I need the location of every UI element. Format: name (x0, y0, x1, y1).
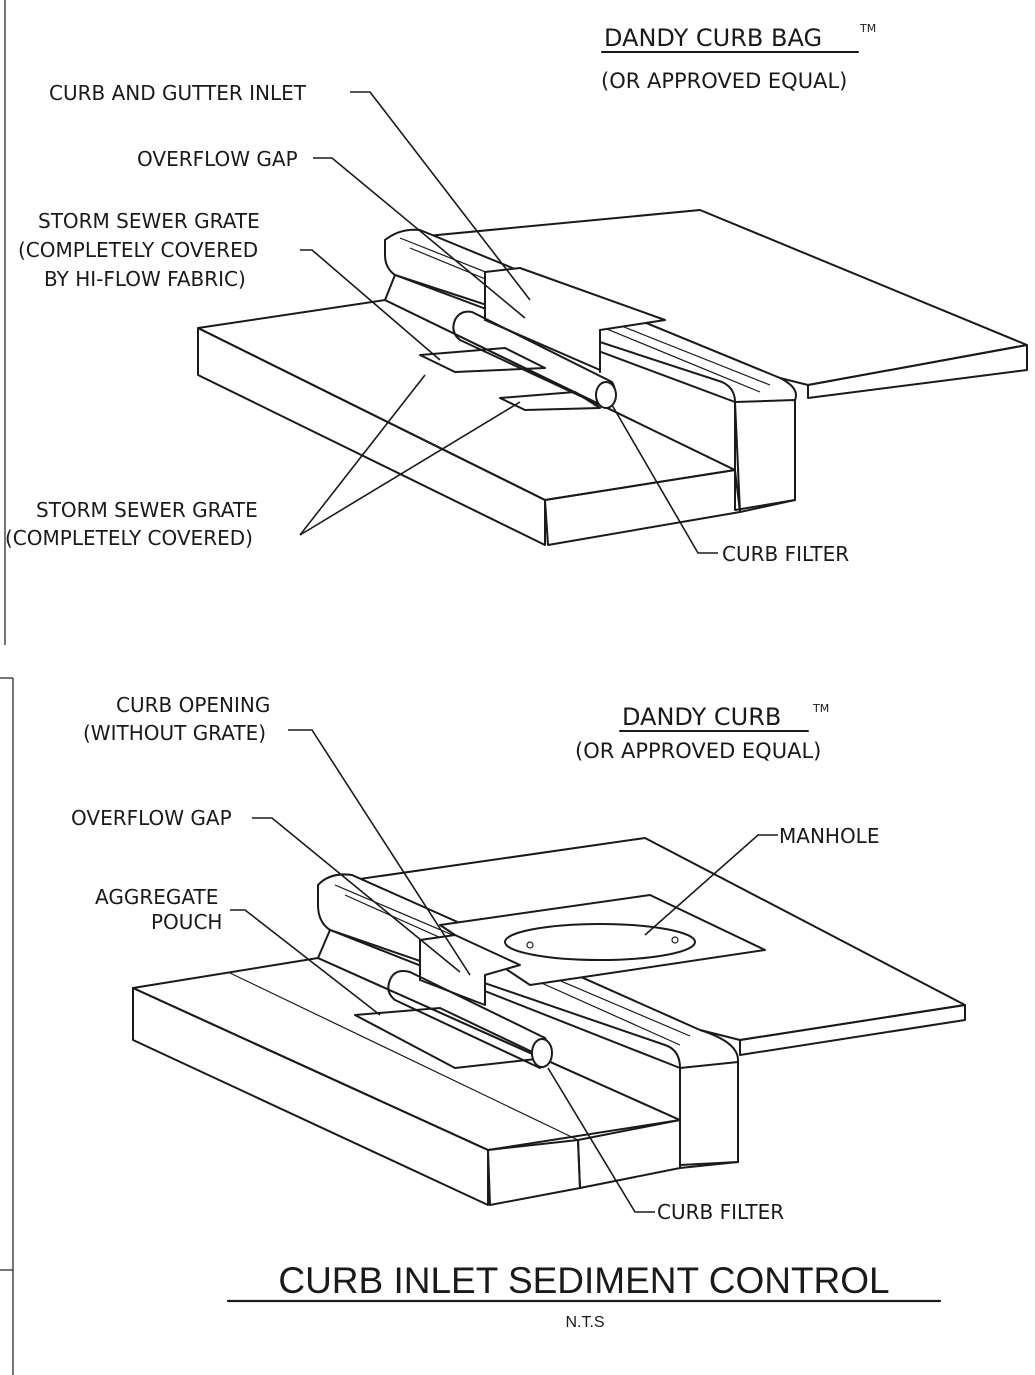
label-grate-covered-line1: STORM SEWER GRATE (36, 498, 258, 522)
label-aggregate-line1: AGGREGATE (95, 885, 218, 909)
top-trademark: TM (859, 22, 876, 35)
top-sidewalk-edge (807, 344, 1028, 399)
scale-note: N.T.S (565, 1314, 604, 1331)
top-detail-illustration (197, 209, 1028, 546)
bottom-detail-illustration (132, 837, 966, 1206)
bottom-trademark: TM (812, 702, 829, 715)
bottom-gutter-face (317, 929, 681, 1121)
label-curb-gutter-inlet: CURB AND GUTTER INLET (49, 81, 307, 105)
bottom-slab-side (487, 1139, 581, 1206)
top-curb-section (734, 399, 796, 513)
bottom-manhole-cover (504, 923, 696, 961)
bottom-sidewalk-edge (739, 1004, 966, 1056)
label-grate-hi-flow-line3: BY HI-FLOW FABRIC) (44, 267, 246, 291)
top-slab-side (544, 469, 741, 546)
bottom-slab-front (132, 987, 489, 1206)
bottom-product-note: (OR APPROVED EQUAL) (575, 739, 821, 763)
label-top-overflow-gap: OVERFLOW GAP (137, 147, 298, 171)
label-grate-hi-flow-line2: (COMPLETELY COVERED (18, 238, 258, 262)
label-curb-opening-line2: (WITHOUT GRATE) (83, 721, 266, 745)
top-grate-covered (499, 391, 601, 411)
label-bottom-overflow-gap: OVERFLOW GAP (71, 806, 232, 830)
top-leaders (299, 91, 718, 554)
drawing-title: CURB INLET SEDIMENT CONTROL (278, 1260, 889, 1301)
label-grate-covered-line2: (COMPLETELY COVERED) (5, 526, 253, 550)
label-aggregate-line2: POUCH (151, 910, 222, 934)
label-manhole: MANHOLE (779, 824, 879, 848)
top-product-note: (OR APPROVED EQUAL) (601, 69, 847, 93)
label-grate-hi-flow-line1: STORM SEWER GRATE (38, 209, 260, 233)
bottom-product-name: DANDY CURB (622, 703, 781, 731)
label-curb-opening-line1: CURB OPENING (116, 693, 270, 717)
label-top-curb-filter: CURB FILTER (722, 542, 849, 566)
bottom-leaders (230, 729, 778, 1213)
top-grate-fabric (419, 347, 546, 373)
label-bottom-curb-filter: CURB FILTER (657, 1200, 784, 1224)
top-product-name: DANDY CURB BAG (604, 24, 822, 52)
top-slab-front (197, 327, 546, 546)
top-gutter-face (384, 274, 736, 471)
